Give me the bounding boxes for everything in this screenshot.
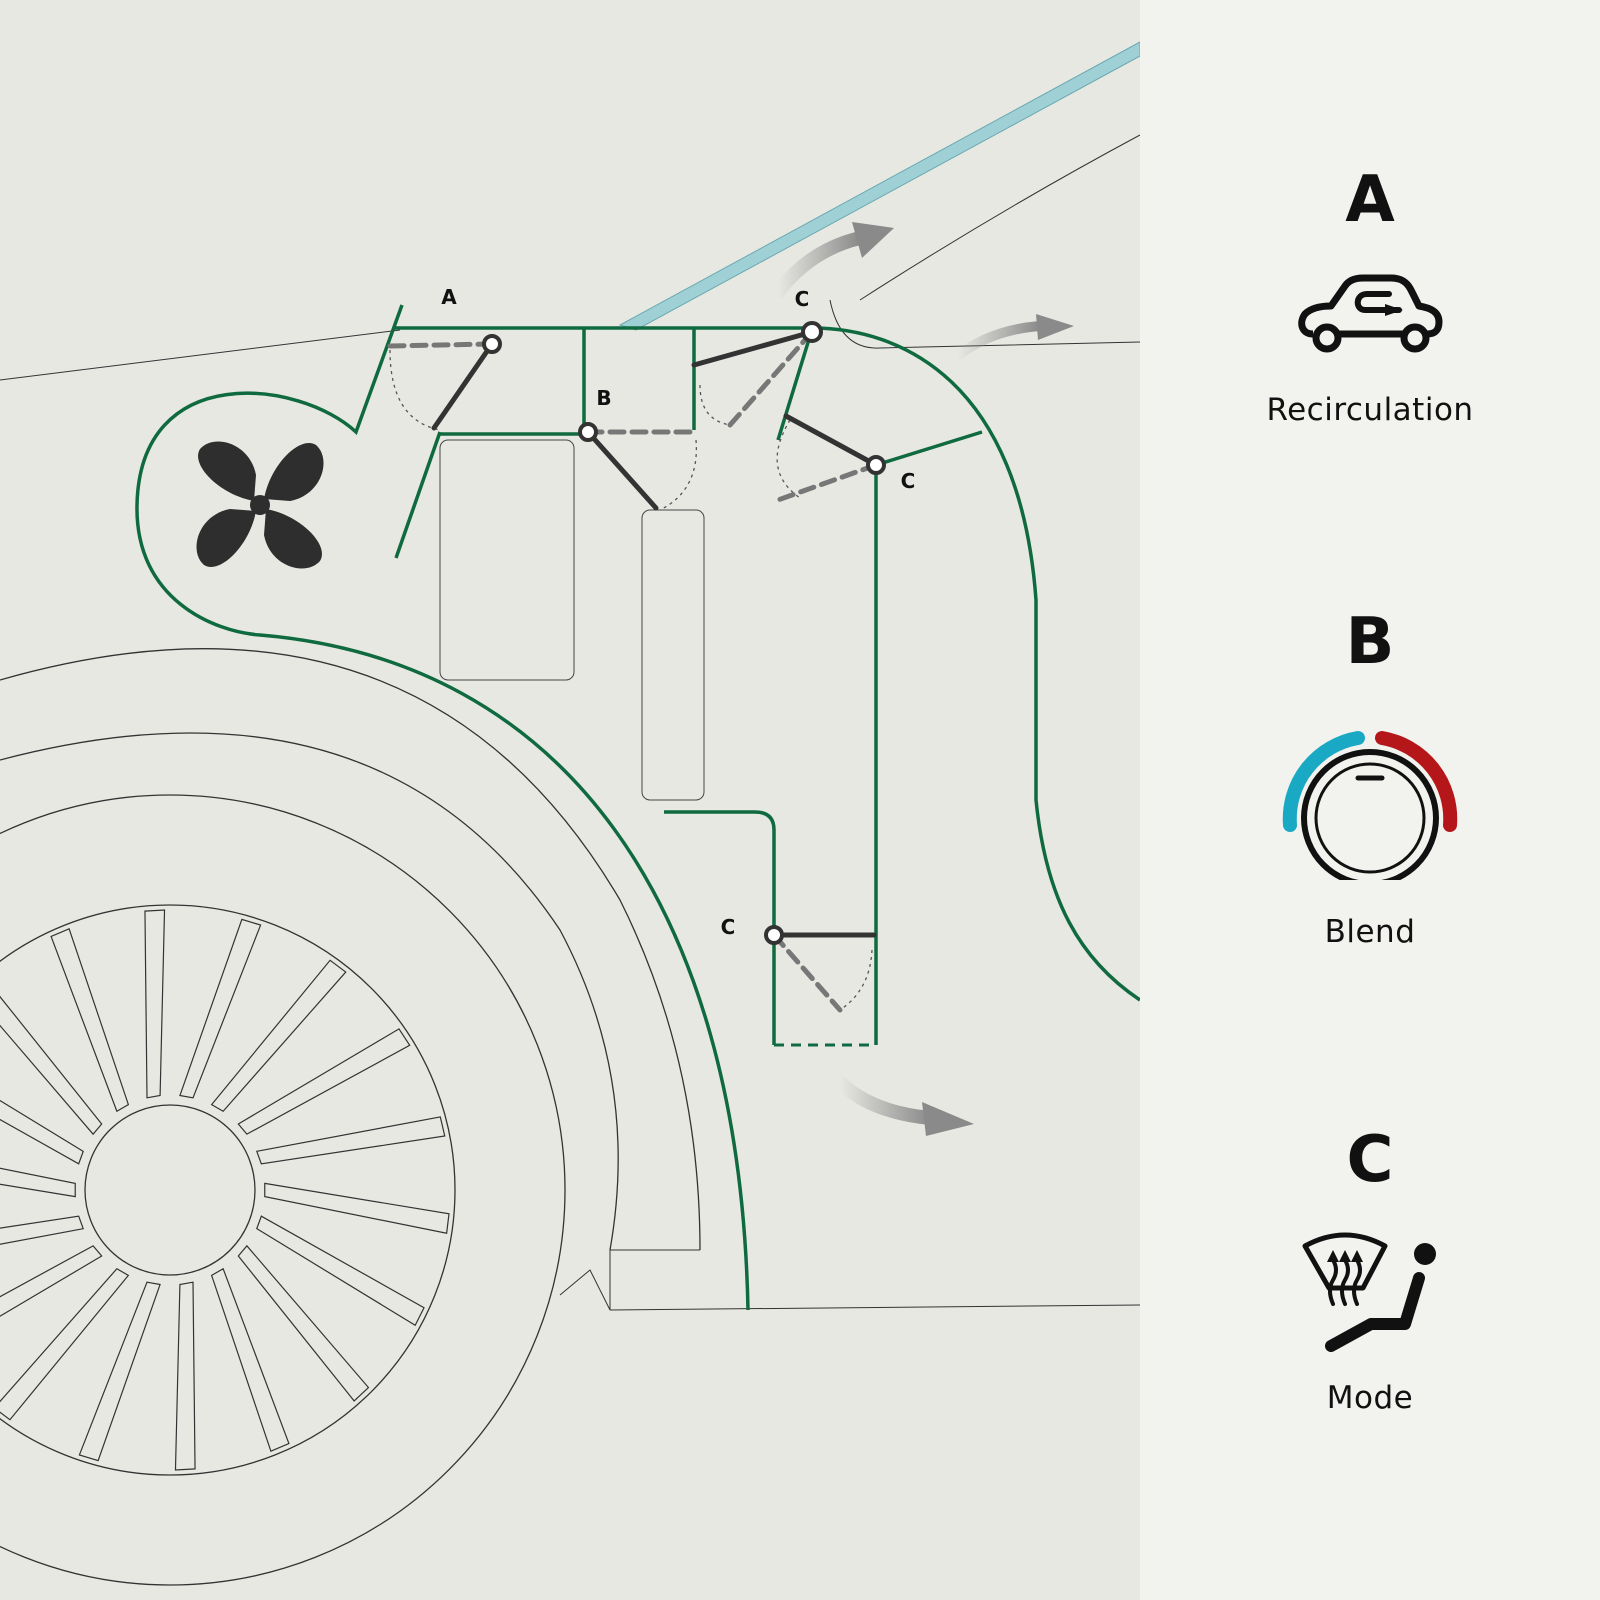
recirculation-car-icon [1298, 274, 1443, 353]
legend-item-blend: B Blend [1140, 610, 1600, 950]
wheel-spoke [237, 1244, 370, 1402]
pivot-a [482, 334, 502, 354]
wheel-spoke [0, 1267, 130, 1421]
pivot-c-lower [764, 925, 784, 945]
marker-c-lower: C [721, 915, 736, 939]
legend-panel: A Recirculation B Blend C [1140, 0, 1600, 1600]
pivot-b [578, 422, 598, 442]
blower-fan-icon [196, 441, 324, 569]
legend-item-mode: C Mode [1140, 1128, 1600, 1416]
blend-doors [385, 329, 879, 1013]
wheel-spoke [50, 928, 130, 1113]
marker-a: A [441, 285, 457, 309]
wheel-spoke [144, 909, 166, 1099]
legend-label-blend: Blend [1324, 914, 1416, 950]
wheel-spoke [0, 1099, 84, 1165]
wheel-spoke [256, 1215, 425, 1327]
mode-defrost-seat-icon [1302, 1232, 1436, 1352]
legend-label-recirculation: Recirculation [1266, 392, 1474, 428]
evaporator-core [439, 439, 575, 681]
legend-letter-b: B [1345, 605, 1395, 679]
wheel-spokes [0, 909, 450, 1471]
hvac-airflow-diagram: A B C C C [0, 41, 1140, 1586]
wheel-spoke [0, 1167, 76, 1198]
legend-letter-a: A [1345, 163, 1395, 237]
pivot-c-top [801, 321, 823, 343]
airflow-arrow-floor [833, 1075, 974, 1136]
legend-label-mode: Mode [1326, 1380, 1414, 1416]
legend-letter-c: C [1346, 1123, 1394, 1197]
wheel-spoke [0, 1245, 103, 1317]
wheel-spoke [179, 918, 262, 1099]
wheel-spoke [174, 1281, 196, 1471]
wheel-spoke [0, 1215, 85, 1245]
marker-c-right: C [901, 469, 916, 493]
wheel-spoke [255, 1116, 446, 1165]
wheel-spoke [210, 1267, 290, 1452]
wheel-spoke [210, 959, 347, 1113]
blend-dial-icon [1282, 731, 1458, 880]
legend-item-recirculation: A Recirculation [1140, 168, 1600, 428]
airflow-arrows [771, 222, 1074, 1136]
wheel-spoke [0, 995, 103, 1136]
marker-c-top: C [795, 287, 810, 311]
heater-core [641, 509, 705, 801]
door-pivots [482, 321, 886, 945]
car-body-outline [0, 134, 1140, 1311]
hvac-duct [135, 304, 1140, 1311]
marker-b: B [596, 386, 611, 410]
airflow-arrow-defrost [771, 222, 894, 299]
front-wheel [0, 648, 701, 1586]
wheel-spoke [264, 1182, 450, 1234]
pivot-c-right [866, 455, 886, 475]
wheel-spoke [78, 1281, 161, 1462]
airflow-arrow-vent [953, 314, 1074, 361]
wheel-spoke [237, 1028, 411, 1135]
